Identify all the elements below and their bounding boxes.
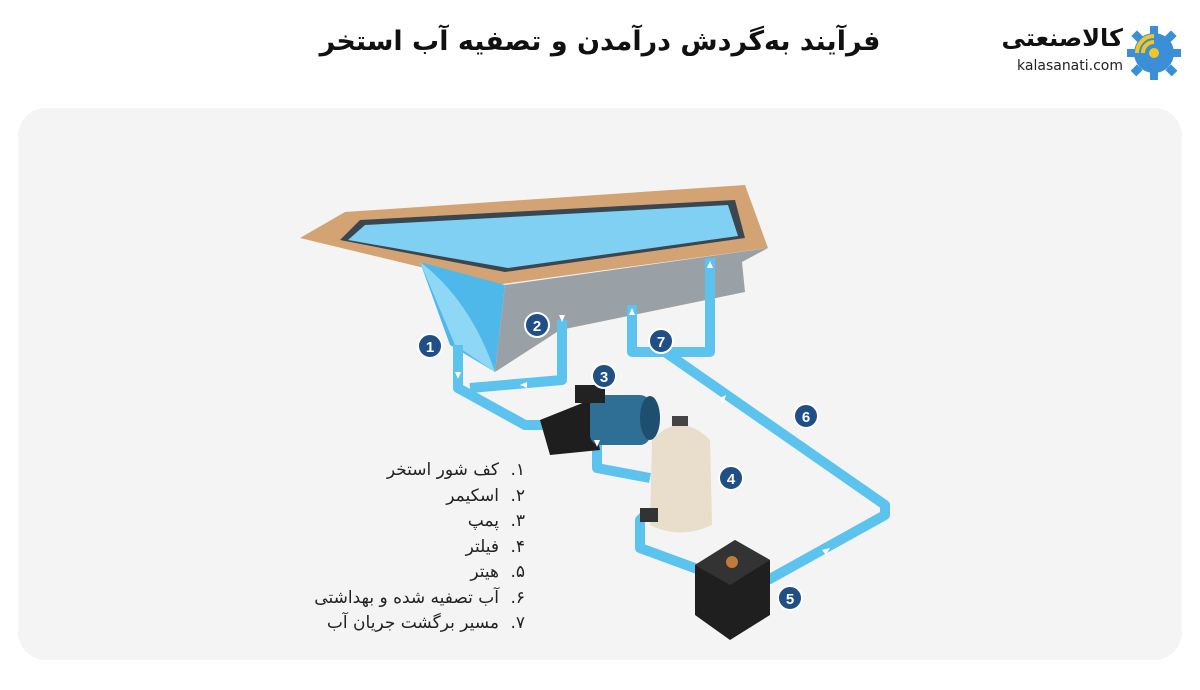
badge-4: 4 [718, 465, 744, 491]
badge-2: 2 [524, 312, 550, 338]
return-pipe [627, 305, 890, 585]
legend-item: ۳.پمپ [467, 511, 525, 531]
svg-text:6: 6 [802, 409, 810, 426]
flow-arrows [455, 261, 830, 555]
svg-text:3: 3 [600, 369, 608, 386]
filter [640, 416, 712, 533]
badge-3: 3 [591, 363, 617, 389]
legend-item: ۶.آب تصفیه شده و بهداشتی [314, 587, 525, 608]
pool [300, 185, 768, 372]
badge-5: 5 [777, 585, 803, 611]
logo-text-fa: کالاصنعتی [1001, 24, 1123, 52]
legend-item: ۴.فیلتر [465, 536, 525, 557]
return-pipe-2 [665, 258, 715, 357]
logo: کالاصنعتی kalasanati.com [995, 20, 1185, 85]
svg-text:7: 7 [657, 334, 665, 351]
logo-text-en: kalasanati.com [1017, 58, 1123, 74]
badge-6: 6 [793, 403, 819, 429]
heater [695, 540, 770, 640]
svg-text:5: 5 [786, 591, 794, 608]
svg-text:1: 1 [426, 339, 434, 356]
pool-water [348, 205, 738, 268]
legend-item: ۱.کف شور استخر [386, 460, 525, 480]
svg-text:2: 2 [533, 318, 541, 335]
drain-pipe [453, 345, 545, 430]
badge-1: 1 [417, 333, 443, 359]
legend-list: ۱.کف شور استخر ۲.اسکیمر ۳.پمپ ۴.فیلتر ۵.… [314, 458, 525, 637]
badge-7: 7 [648, 328, 674, 354]
legend-item: ۷.مسیر برگشت جریان آب [326, 613, 525, 633]
legend-item: ۵.هیتر [470, 562, 525, 582]
page-title: فرآیند به‌گردش درآمدن و تصفیه آب استخر [319, 26, 881, 57]
legend-item: ۲.اسکیمر [446, 485, 525, 506]
svg-text:4: 4 [727, 471, 736, 488]
gear-icon [1127, 26, 1181, 80]
number-badges: 1 2 3 4 5 6 7 [417, 312, 819, 611]
skimmer-pipe [469, 320, 567, 393]
pump [540, 385, 660, 455]
